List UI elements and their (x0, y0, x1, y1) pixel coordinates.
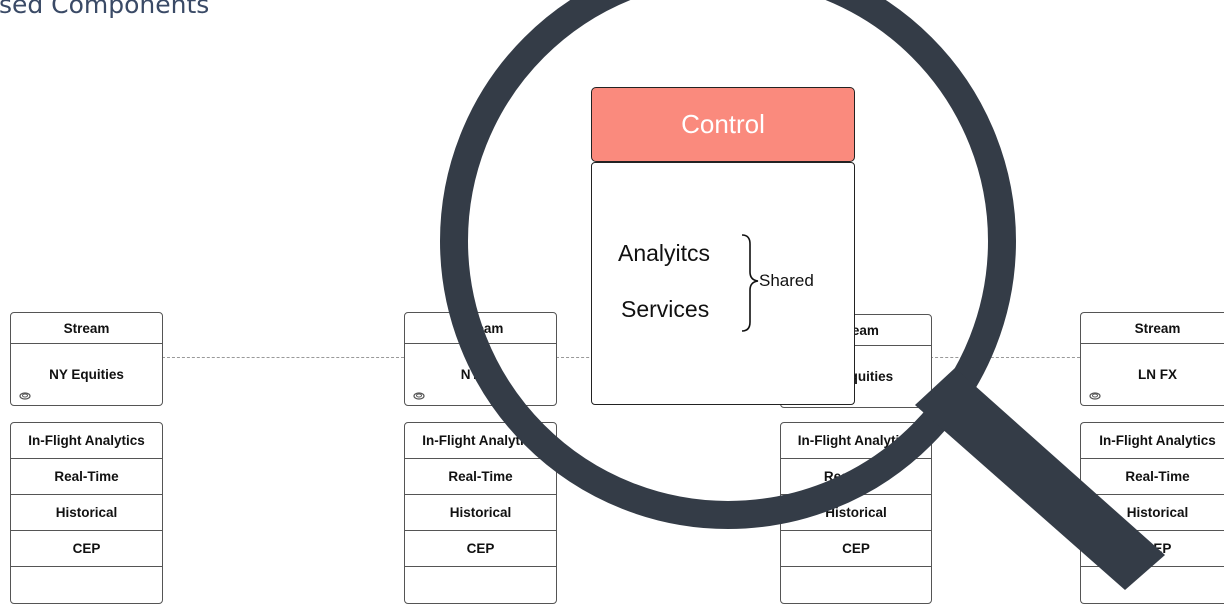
stream-header: Stream (405, 313, 556, 344)
stream-header: Stream (11, 313, 162, 344)
control-item-services: Services (621, 296, 710, 322)
stream-header: Stream (1081, 313, 1224, 344)
stream-node-4: Stream LN FX (1080, 312, 1224, 406)
analytics-stack-4: In-Flight Analytics Real-Time Historical… (1080, 422, 1224, 604)
stream-name: LN FX (1138, 366, 1177, 382)
analytics-cell-empty (1081, 567, 1224, 603)
connector-1 (162, 357, 404, 358)
analytics-cell-realtime: Real-Time (11, 459, 162, 495)
stream-ring-icon (1089, 392, 1101, 400)
analytics-cell-cep: CEP (781, 531, 931, 567)
analytics-cell-historical: Historical (11, 495, 162, 531)
analytics-cell-realtime: Real-Time (1081, 459, 1224, 495)
analytics-cell-empty (11, 567, 162, 603)
stream-name: NY Equities (49, 366, 124, 382)
analytics-cell-realtime: Real-Time (405, 459, 556, 495)
analytics-cell-empty (405, 567, 556, 603)
connector-3 (930, 357, 1080, 358)
analytics-stack-3: In-Flight Analytics Real-Time Historical… (780, 422, 932, 604)
stream-node-2: Stream NY FX (404, 312, 557, 406)
stream-name: NY FX (460, 366, 501, 382)
analytics-cell-cep: CEP (11, 531, 162, 567)
analytics-cell-cep: CEP (405, 531, 556, 567)
stream-node-1: Stream NY Equities (10, 312, 163, 406)
diagram-title: ised Components (0, 0, 210, 19)
analytics-cell-empty (781, 567, 931, 603)
control-header: Control (591, 87, 855, 162)
analytics-cell-realtime: Real-Time (781, 459, 931, 495)
stream-ring-icon (413, 392, 425, 400)
stream-ring-icon (19, 392, 31, 400)
analytics-cell-inflight: In-Flight Analytics (11, 423, 162, 459)
analytics-cell-inflight: In-Flight Analytics (781, 423, 931, 459)
analytics-cell-historical: Historical (1081, 495, 1224, 531)
analytics-stack-1: In-Flight Analytics Real-Time Historical… (10, 422, 163, 604)
analytics-cell-inflight: In-Flight Analytics (405, 423, 556, 459)
analytics-stack-2: In-Flight Analytics Real-Time Historical… (404, 422, 557, 604)
control-box (591, 162, 855, 405)
shared-label: Shared (759, 271, 814, 290)
analytics-cell-cep: CEP (1081, 531, 1224, 567)
analytics-cell-inflight: In-Flight Analytics (1081, 423, 1224, 459)
control-item-analytics: Analyitcs (618, 240, 711, 266)
analytics-cell-historical: Historical (781, 495, 931, 531)
analytics-cell-historical: Historical (405, 495, 556, 531)
